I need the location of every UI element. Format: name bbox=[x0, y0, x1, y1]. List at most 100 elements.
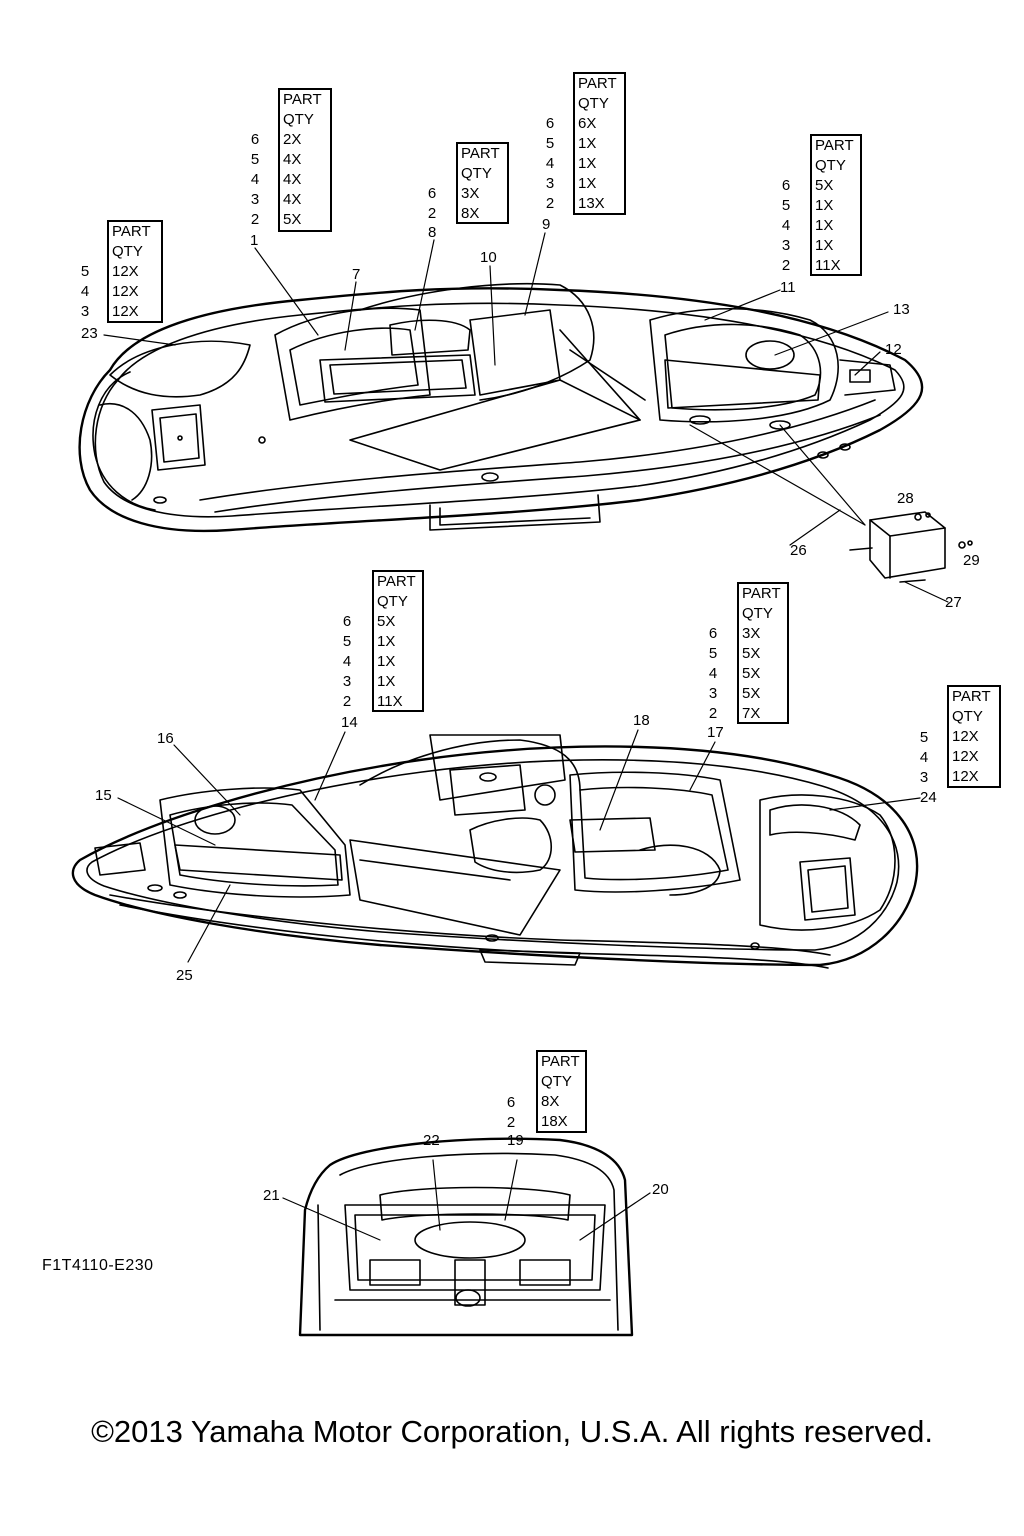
callout-12: 12 bbox=[885, 341, 902, 358]
part-number: 4 bbox=[250, 171, 260, 188]
part-number: 3 bbox=[781, 237, 791, 254]
part-number: 6 bbox=[781, 177, 791, 194]
qty-table-3-part-numbers: 6 2 bbox=[423, 184, 441, 224]
part-number: 3 bbox=[545, 175, 555, 192]
qty-value: 4X bbox=[283, 151, 302, 168]
qty-value: 1X bbox=[578, 135, 597, 152]
qty-table-header: QTY bbox=[377, 593, 408, 610]
part-number: 6 bbox=[545, 115, 555, 132]
drawing-code: F1T4110-E230 bbox=[42, 1257, 154, 1274]
part-number: 5 bbox=[708, 645, 718, 662]
qty-value: 11X bbox=[377, 693, 403, 710]
part-number: 4 bbox=[781, 217, 791, 234]
qty-value: 1X bbox=[578, 175, 597, 192]
callout-9: 9 bbox=[542, 216, 551, 233]
qty-table-3: PART QTY 3X 8X bbox=[456, 142, 509, 224]
part-number: 4 bbox=[342, 653, 352, 670]
qty-table-header: PART bbox=[541, 1053, 580, 1070]
qty-value: 6X bbox=[578, 115, 597, 132]
part-number: 2 bbox=[781, 257, 791, 274]
qty-table-header: QTY bbox=[461, 165, 492, 182]
qty-table-header: PART bbox=[283, 91, 322, 108]
qty-table-header: QTY bbox=[541, 1073, 572, 1090]
callout-16: 16 bbox=[157, 730, 174, 747]
part-number: 6 bbox=[708, 625, 718, 642]
qty-value: 11X bbox=[815, 257, 841, 274]
callout-1: 1 bbox=[250, 232, 259, 249]
part-number: 4 bbox=[80, 283, 90, 300]
qty-value: 2X bbox=[283, 131, 302, 148]
callout-29: 29 bbox=[963, 552, 980, 569]
qty-value: 4X bbox=[283, 191, 302, 208]
callout-14: 14 bbox=[341, 714, 358, 731]
qty-table-1: PART QTY 2X 4X 4X 4X 5X bbox=[278, 88, 332, 232]
qty-table-header: QTY bbox=[578, 95, 609, 112]
qty-value: 1X bbox=[377, 673, 396, 690]
qty-value: 3X bbox=[742, 625, 761, 642]
qty-table-header: PART bbox=[578, 75, 617, 92]
qty-value: 12X bbox=[952, 728, 979, 745]
qty-value: 1X bbox=[377, 633, 396, 650]
part-number: 5 bbox=[342, 633, 352, 650]
part-number: 3 bbox=[342, 673, 352, 690]
qty-table-8: PART QTY 12X 12X 12X bbox=[947, 685, 1001, 788]
part-number: 2 bbox=[250, 211, 260, 228]
qty-table-5: PART QTY 5X 1X 1X 1X 11X bbox=[810, 134, 862, 276]
qty-value: 5X bbox=[283, 211, 302, 228]
callout-17: 17 bbox=[707, 724, 724, 741]
top-boat-view bbox=[78, 282, 973, 583]
qty-value: 5X bbox=[377, 613, 396, 630]
part-number: 6 bbox=[250, 131, 260, 148]
qty-value: 4X bbox=[283, 171, 302, 188]
qty-table-header: PART bbox=[815, 137, 854, 154]
part-number: 5 bbox=[919, 729, 929, 746]
qty-table-6: PART QTY 5X 1X 1X 1X 11X bbox=[372, 570, 424, 712]
qty-table-header: PART bbox=[742, 585, 781, 602]
part-number: 5 bbox=[80, 263, 90, 280]
callout-23: 23 bbox=[81, 325, 98, 342]
qty-table-2: PART QTY 12X 12X 12X bbox=[107, 220, 163, 323]
qty-table-2-part-numbers: 5 4 3 bbox=[76, 262, 94, 322]
leader-lines bbox=[103, 232, 949, 1241]
callout-24: 24 bbox=[920, 789, 937, 806]
qty-value: 8X bbox=[541, 1093, 560, 1110]
qty-value: 5X bbox=[742, 665, 761, 682]
qty-value: 18X bbox=[541, 1113, 568, 1130]
bottom-boat-view bbox=[71, 734, 919, 969]
qty-table-8-part-numbers: 5 4 3 bbox=[915, 728, 933, 788]
part-number: 6 bbox=[427, 185, 437, 202]
part-number: 4 bbox=[545, 155, 555, 172]
part-number: 6 bbox=[342, 613, 352, 630]
qty-table-9: PART QTY 8X 18X bbox=[536, 1050, 587, 1133]
qty-table-header: QTY bbox=[952, 708, 983, 725]
callout-7: 7 bbox=[352, 266, 361, 283]
part-number: 3 bbox=[708, 685, 718, 702]
qty-table-7-part-numbers: 6 5 4 3 2 bbox=[704, 624, 722, 724]
qty-value: 1X bbox=[815, 237, 834, 254]
callout-22: 22 bbox=[423, 1132, 440, 1149]
qty-table-7: PART QTY 3X 5X 5X 5X 7X bbox=[737, 582, 789, 724]
part-number: 6 bbox=[506, 1094, 516, 1111]
part-number: 2 bbox=[427, 205, 437, 222]
qty-table-5-part-numbers: 6 5 4 3 2 bbox=[777, 176, 795, 276]
qty-value: 1X bbox=[578, 155, 597, 172]
qty-table-9-part-numbers: 6 2 bbox=[502, 1093, 520, 1133]
qty-value: 12X bbox=[952, 768, 979, 785]
callout-28: 28 bbox=[897, 490, 914, 507]
part-number: 4 bbox=[708, 665, 718, 682]
rear-boat-view bbox=[298, 1137, 634, 1337]
qty-value: 12X bbox=[952, 748, 979, 765]
qty-table-4: PART QTY 6X 1X 1X 1X 13X bbox=[573, 72, 626, 215]
callout-13: 13 bbox=[893, 301, 910, 318]
callout-25: 25 bbox=[176, 967, 193, 984]
part-number: 2 bbox=[506, 1114, 516, 1131]
qty-value: 1X bbox=[815, 217, 834, 234]
callout-8: 8 bbox=[428, 224, 437, 241]
part-number: 2 bbox=[545, 195, 555, 212]
qty-table-header: PART bbox=[377, 573, 416, 590]
callout-18: 18 bbox=[633, 712, 650, 729]
qty-value: 8X bbox=[461, 205, 480, 222]
qty-table-header: QTY bbox=[283, 111, 314, 128]
